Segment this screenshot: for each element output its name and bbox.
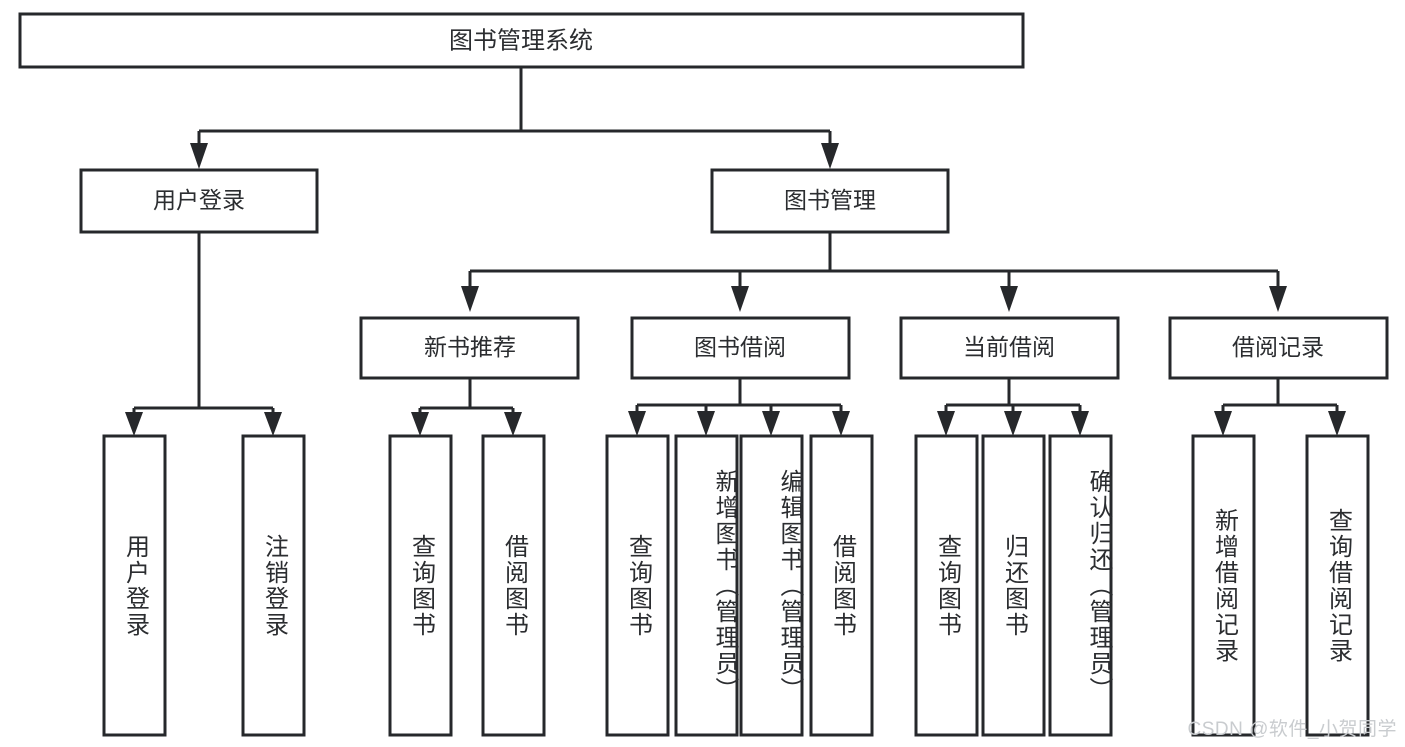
node-borrow-record-box[interactable] [1168,316,1389,380]
node-user-login[interactable]: 用户登录 [79,168,319,234]
leaf-box-borrow-record-2[interactable] [1305,434,1370,737]
leaf-box-user-login-2[interactable] [241,434,306,737]
arrowhead-leaf-user-login-2 [264,412,282,436]
leaf-boxes [102,434,1370,737]
node-new-book-recommend[interactable]: 新书推荐 [359,316,580,380]
node-root-box[interactable] [18,12,1025,69]
node-current-borrow[interactable]: 当前借阅 [899,316,1120,380]
arrowhead-leaf-borrow-record-2 [1328,411,1346,436]
node-root-label: 图书管理系统 [449,27,593,54]
node-user-login-box[interactable] [79,168,319,234]
connector-group-borrow-record [1214,378,1346,436]
connector-group-user-login [125,232,282,436]
arrowhead-leaf-book-borrow-3 [762,411,780,436]
arrowhead-current-borrow [1000,286,1018,312]
node-book-borrow-box[interactable] [630,316,851,380]
node-root[interactable]: 图书管理系统 [18,12,1025,69]
connector-group-root [190,67,839,169]
csdn-watermark: CSDN @软件_小贺同学 [1187,719,1397,740]
leaf-box-current-borrow-2[interactable] [981,434,1046,737]
leaf-box-book-borrow-1[interactable] [605,434,670,737]
node-new-book-recommend-label: 新书推荐 [424,334,516,360]
leaf-box-book-borrow-2[interactable] [674,434,739,737]
node-book-manage[interactable]: 图书管理 [710,168,950,234]
connector-group-new-book [411,378,522,436]
node-current-borrow-label: 当前借阅 [963,334,1055,360]
leaf-box-user-login-1[interactable] [102,434,167,737]
leaf-box-current-borrow-1[interactable] [914,434,979,737]
arrowhead-book-borrow [731,286,749,312]
node-book-borrow-label: 图书借阅 [694,334,786,360]
arrowhead-leaf-current-borrow-2 [1004,411,1022,436]
node-book-manage-box[interactable] [710,168,950,234]
node-borrow-record-label: 借阅记录 [1232,334,1324,360]
arrowhead-leaf-current-borrow-3 [1071,411,1089,436]
arrowhead-leaf-current-borrow-1 [937,411,955,436]
arrowhead-leaf-borrow-record-1 [1214,411,1232,436]
node-user-login-label: 用户登录 [153,187,245,213]
node-borrow-record[interactable]: 借阅记录 [1168,316,1389,380]
connector-group-book-borrow [628,378,850,436]
arrowhead-book-manage [821,143,839,169]
arrowhead-user-login [190,143,208,169]
connector-group-book-manage [461,232,1287,312]
leaf-box-current-borrow-3[interactable] [1048,434,1113,737]
leaf-box-new-book-1[interactable] [388,434,453,737]
leaf-box-book-borrow-4[interactable] [809,434,874,737]
node-current-borrow-box[interactable] [899,316,1120,380]
node-new-book-recommend-box[interactable] [359,316,580,380]
arrowhead-leaf-new-book-1 [411,412,429,436]
arrowhead-borrow-record [1269,286,1287,312]
arrowhead-leaf-book-borrow-1 [628,411,646,436]
connector-group-current-borrow [937,378,1089,436]
leaf-box-new-book-2[interactable] [481,434,546,737]
arrowhead-new-book [461,286,479,312]
leaf-box-borrow-record-1[interactable] [1191,434,1256,737]
arrowhead-leaf-user-login-1 [125,412,143,436]
node-book-manage-label: 图书管理 [784,187,876,213]
leaf-box-book-borrow-3[interactable] [739,434,804,737]
arrowhead-leaf-book-borrow-2 [697,411,715,436]
node-book-borrow[interactable]: 图书借阅 [630,316,851,380]
arrowhead-leaf-book-borrow-4 [832,411,850,436]
arrowhead-leaf-new-book-2 [504,412,522,436]
